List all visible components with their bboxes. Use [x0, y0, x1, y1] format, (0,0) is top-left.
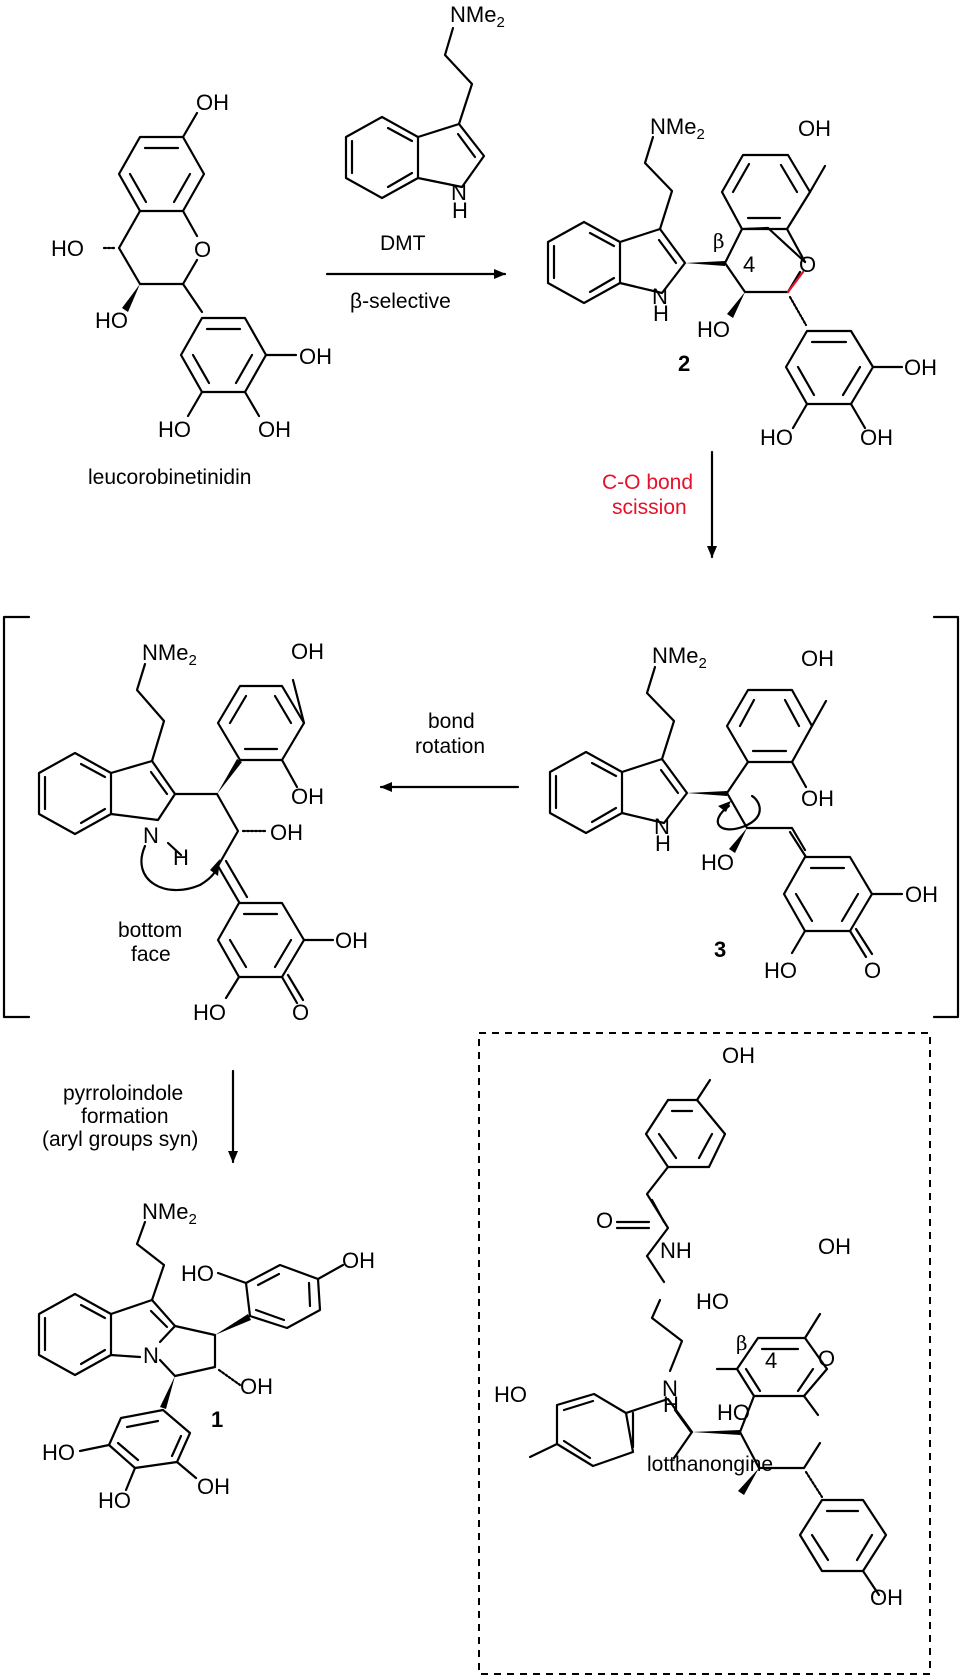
indole-n-label: N: [654, 814, 670, 839]
lotthanongine-structure: OH O NH OH HO β 4 O HO N H HO lotthanong…: [494, 1043, 903, 1610]
indole-h-label: H: [173, 845, 189, 870]
ho-label: HO: [158, 417, 191, 442]
ho-label: HO: [98, 1488, 131, 1513]
step1-condition: β-selective: [350, 290, 451, 313]
indole-n-label: N: [451, 180, 467, 205]
ho-label: HO: [95, 308, 128, 333]
step3-label-line1: bond: [428, 710, 475, 733]
oh-label: OH: [197, 1474, 230, 1499]
ho-label: HO: [696, 1289, 729, 1314]
oh-label: OH: [291, 639, 324, 664]
nme2-label: NMe2: [650, 114, 705, 143]
nme2-label: NMe2: [652, 643, 707, 672]
oh-label: OH: [335, 928, 368, 953]
compound-label-1: 1: [211, 1407, 223, 1432]
compound-1-structure: NMe2 HO OH N OH 1 HO OH HO: [37, 1199, 375, 1513]
oh-label: OH: [870, 1585, 903, 1610]
oh-label: OH: [342, 1248, 375, 1273]
position-4-label: 4: [743, 252, 755, 277]
beta-label: β: [736, 1331, 748, 1355]
leucorobinetinidin-structure: OH HO O HO OH HO OH leucorobinetinidin: [51, 90, 332, 489]
step4-label-line3: (aryl groups syn): [42, 1128, 198, 1151]
annotation-bottom: bottom: [118, 919, 182, 942]
ho-label: HO: [42, 1440, 75, 1465]
nme2-label: NMe2: [450, 2, 505, 31]
nme2-label: NMe2: [142, 640, 197, 669]
indole-n-label: N: [143, 823, 159, 848]
position-4-label: 4: [765, 1348, 777, 1373]
oh-label: OH: [904, 355, 937, 380]
ho-label: HO: [51, 236, 84, 261]
rotated-intermediate-structure: NMe2 OH OH N H OH bottom face OH HO O: [37, 639, 368, 1025]
pyrroloindole-n-label: N: [143, 1343, 159, 1368]
ho-label: HO: [193, 1000, 226, 1025]
dmt-structure: NMe2 N H: [344, 2, 505, 223]
step3-label-line2: rotation: [415, 735, 485, 758]
ho-label: HO: [717, 1400, 750, 1425]
oh-label: OH: [291, 784, 324, 809]
indole-h-label: H: [452, 198, 468, 223]
intermediate-brackets: [2, 615, 960, 1019]
indole-h-label: H: [663, 1392, 679, 1417]
quinone-oxygen-label: O: [292, 1000, 309, 1025]
oh-label: OH: [270, 820, 303, 845]
oh-label: OH: [860, 425, 893, 450]
carbonyl-oxygen-label: O: [596, 1208, 613, 1233]
oh-label: OH: [258, 417, 291, 442]
compound-label-3: 3: [714, 937, 726, 962]
ho-label: HO: [760, 425, 793, 450]
step1-reagent: DMT: [380, 232, 426, 255]
oh-label: OH: [801, 646, 834, 671]
ring-oxygen-label: O: [799, 252, 816, 277]
ho-label: HO: [181, 1261, 214, 1286]
step2-label-line2: scission: [612, 496, 687, 519]
ho-label: HO: [764, 958, 797, 983]
step4-arrow: pyrroloindole formation (aryl groups syn…: [42, 1069, 238, 1164]
beta-label: β: [713, 229, 725, 253]
step2-label-line1: C-O bond: [602, 471, 693, 494]
oh-label: OH: [196, 90, 229, 115]
nme2-label: NMe2: [142, 1199, 197, 1228]
ring-oxygen-label: O: [818, 1346, 835, 1371]
compound-2-structure: NMe2 OH β 4 O N H HO 2 OH HO OH: [546, 114, 937, 450]
indole-h-label: H: [653, 301, 669, 326]
oh-label: OH: [299, 344, 332, 369]
oh-label: OH: [905, 882, 938, 907]
compound-name-lotthanongine: lotthanongine: [647, 1453, 773, 1476]
oh-label: OH: [798, 116, 831, 141]
compound-label-2: 2: [678, 351, 690, 376]
compound-3-structure: NMe2 OH OH N H HO OH 3 HO O: [548, 643, 938, 983]
step2-arrow: C-O bond scission: [602, 450, 717, 559]
oh-label: OH: [818, 1234, 851, 1259]
compound-name-leucorobinetinidin: leucorobinetinidin: [88, 466, 251, 489]
lotthanongine-box: [478, 1032, 931, 1675]
oh-label: OH: [240, 1374, 273, 1399]
quinone-oxygen-label: O: [864, 958, 881, 983]
indole-h-label: H: [655, 831, 671, 856]
indole-n-label: N: [662, 1376, 678, 1401]
ring-oxygen-label: O: [194, 237, 211, 262]
amide-nh-label: NH: [660, 1238, 692, 1263]
ho-label: HO: [494, 1382, 527, 1407]
step3-arrow: bond rotation: [379, 710, 520, 792]
step4-label-line1: pyrroloindole: [63, 1082, 183, 1105]
oh-label: OH: [722, 1043, 755, 1068]
ho-label: HO: [697, 317, 730, 342]
ho-label: HO: [701, 850, 734, 875]
annotation-face: face: [131, 943, 171, 966]
step4-label-line2: formation: [81, 1105, 169, 1128]
step1-arrow: DMT β-selective: [325, 232, 507, 313]
indole-n-label: N: [652, 284, 668, 309]
oh-label: OH: [801, 786, 834, 811]
